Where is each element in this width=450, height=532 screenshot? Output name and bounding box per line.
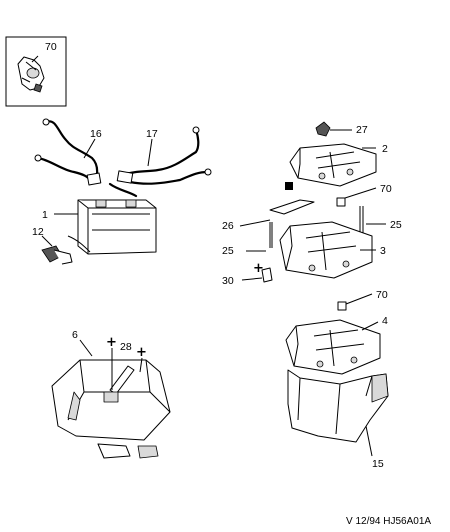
right-assembly: 27 2 70 26 25 25 3 +: [222, 121, 402, 470]
plus-icon-right: +: [136, 345, 147, 360]
inset-part-70: 70: [5, 36, 67, 107]
square-open-icon-lower: [337, 301, 347, 311]
plus-icon: +: [253, 261, 264, 276]
callout-70-lower: 70: [376, 289, 388, 301]
callout-70-upper: 70: [380, 183, 392, 195]
callout-27: 27: [356, 124, 368, 136]
callout-2: 2: [382, 143, 388, 155]
plus-icon-left: +: [106, 335, 117, 350]
terminal-clip-icon: [17, 56, 45, 93]
battery-clamp: 12: [32, 226, 91, 265]
callout-15: 15: [372, 458, 384, 470]
callout-1: 1: [42, 209, 48, 221]
callout-3: 3: [380, 245, 386, 257]
lower-tray-assembly: + + 6 28: [51, 329, 171, 459]
callout-28: 28: [120, 341, 132, 353]
battery-cables: 16 17: [34, 118, 212, 198]
drawing-code: V 12/94 HJ56A01A: [346, 516, 431, 527]
battery: 1: [42, 199, 157, 255]
callout-6: 6: [72, 329, 78, 341]
square-filled-icon: [285, 182, 293, 190]
callout-12: 12: [32, 226, 44, 238]
callout-26: 26: [222, 220, 234, 232]
square-open-icon: [336, 197, 346, 207]
callout-25-right: 25: [390, 219, 402, 231]
callout-16: 16: [90, 128, 102, 140]
callout-70-inset: 70: [45, 41, 57, 53]
callout-17: 17: [146, 128, 158, 140]
callout-4: 4: [382, 315, 388, 327]
callout-30: 30: [222, 275, 234, 287]
callout-25-left: 25: [222, 245, 234, 257]
